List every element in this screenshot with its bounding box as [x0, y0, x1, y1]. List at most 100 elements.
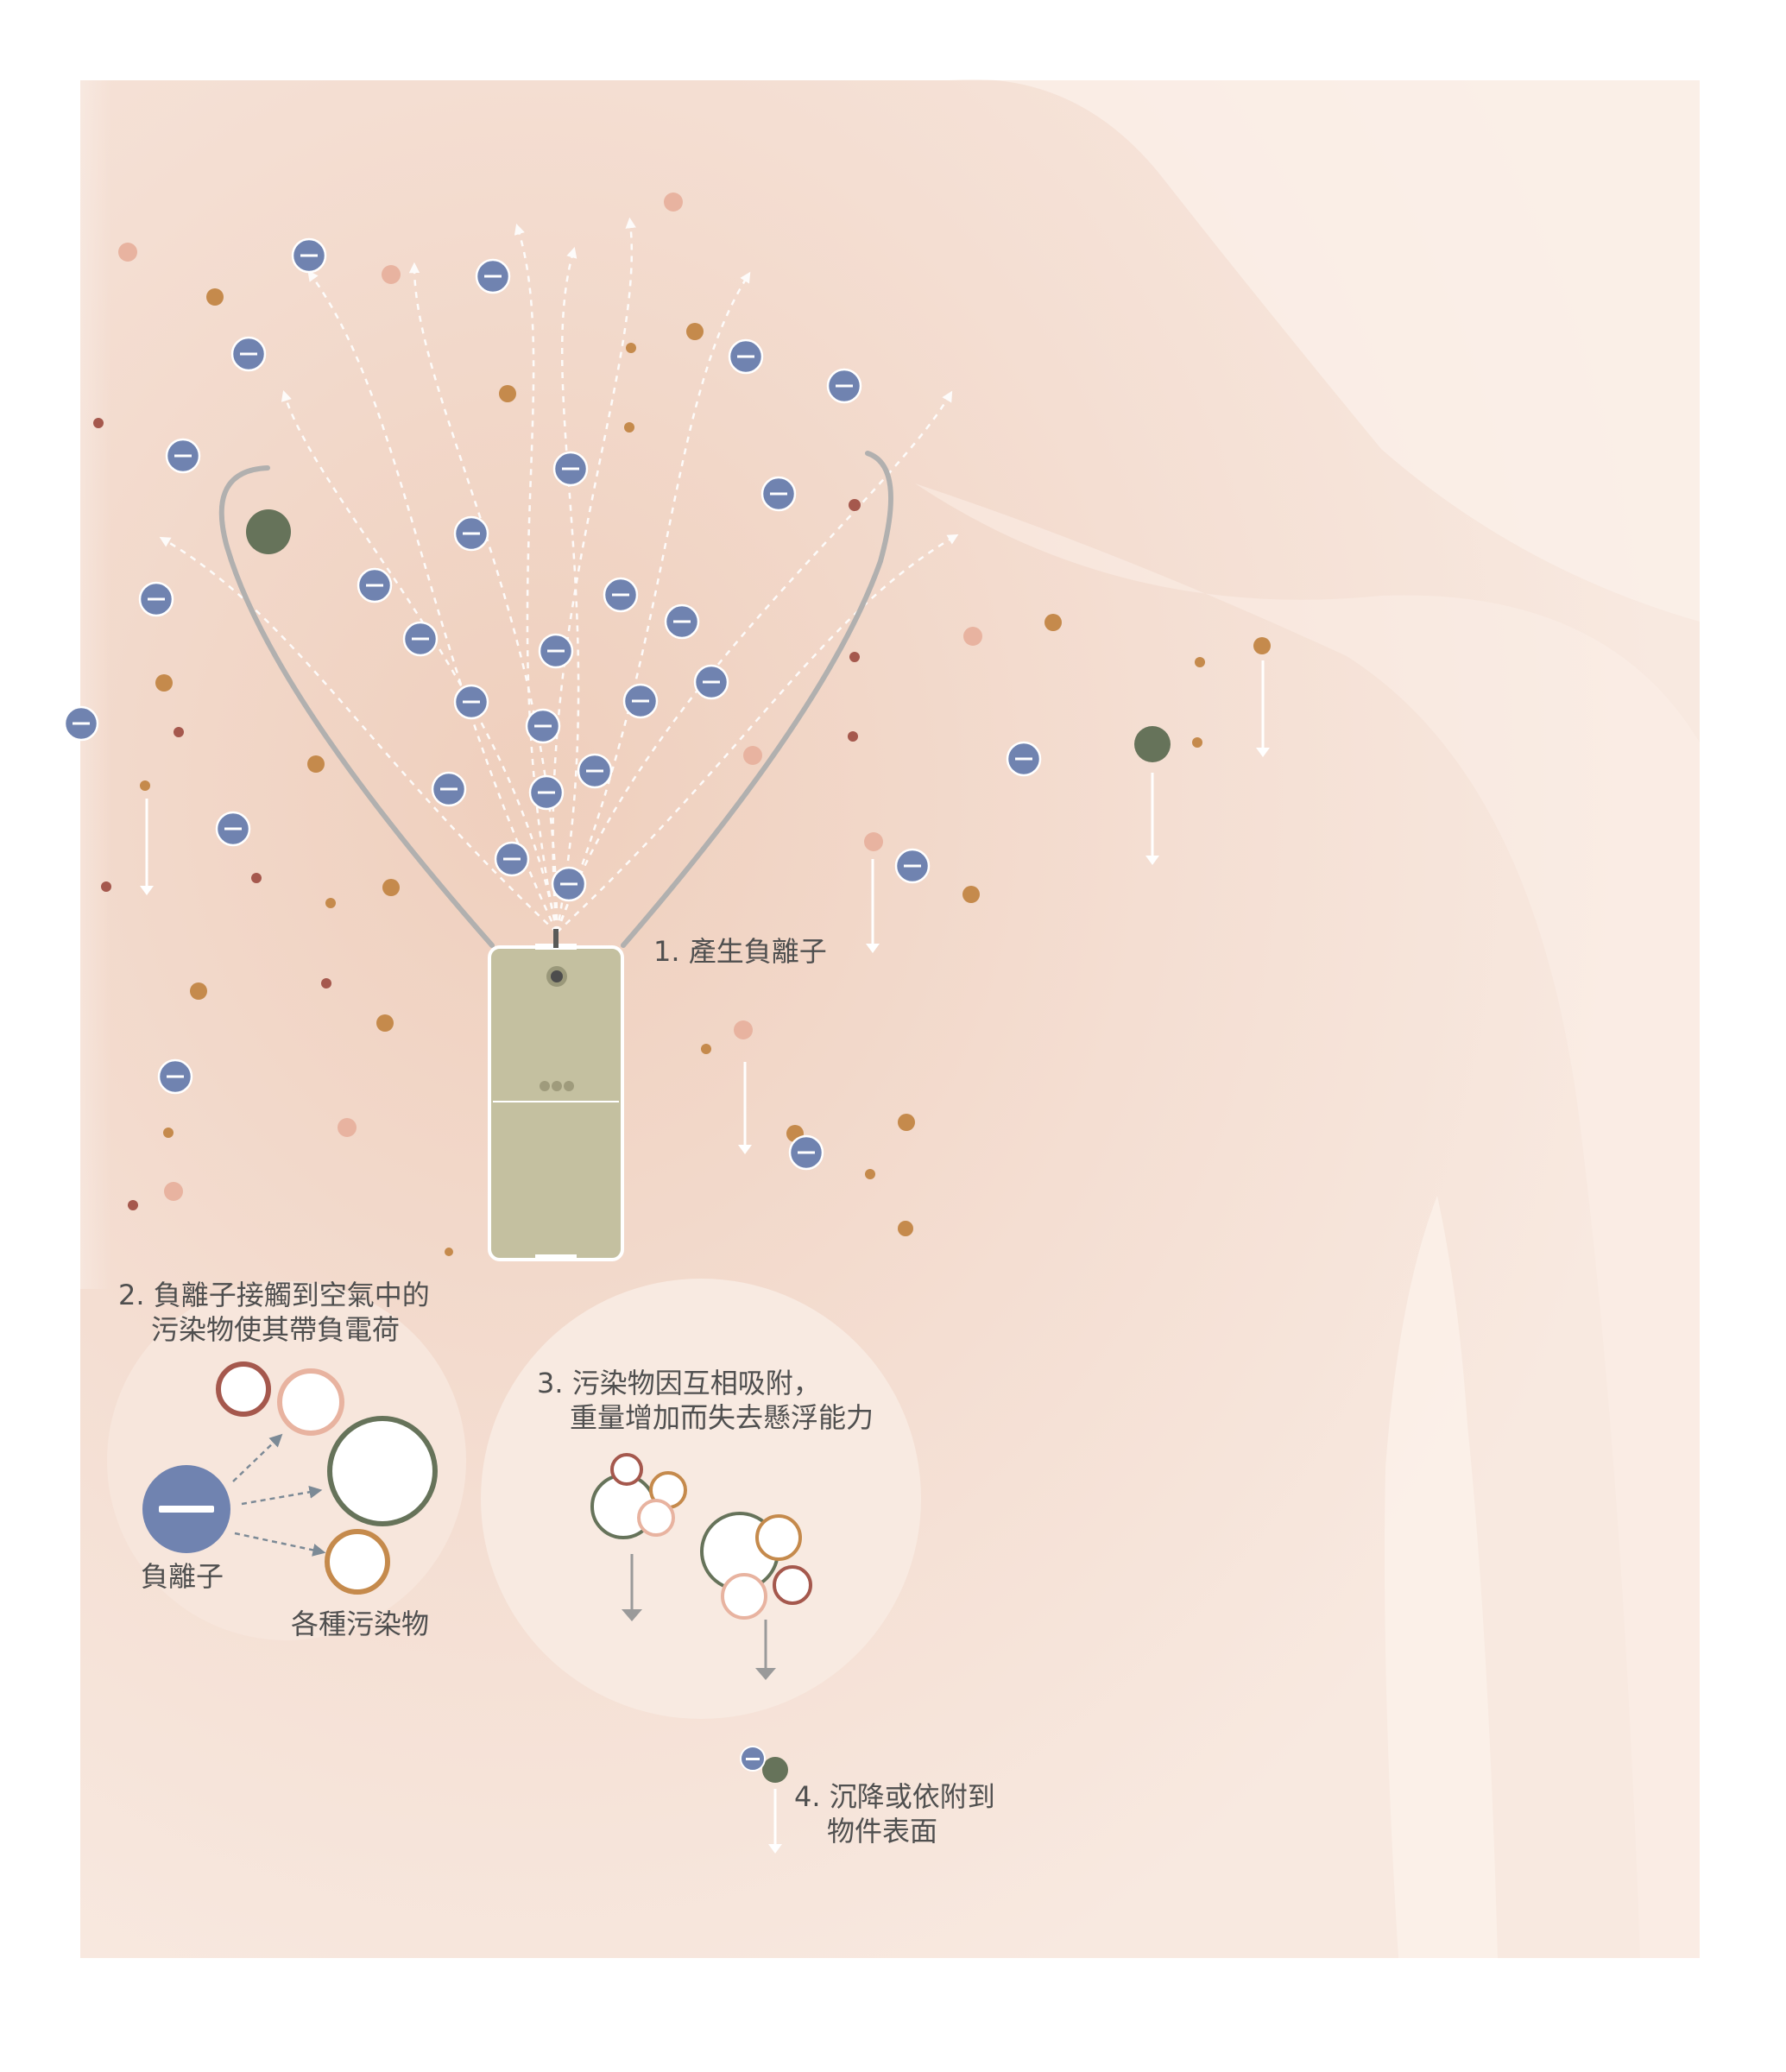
falling-arrow [738, 1062, 752, 1154]
step-4-line2: 物件表面 [827, 1815, 938, 1848]
body-silhouette [950, 79, 1700, 622]
ion-icon [826, 368, 862, 404]
ion-icon [538, 633, 574, 669]
pollutant-dot [101, 881, 111, 892]
ion-icon [552, 451, 589, 487]
ion-icon [728, 338, 764, 375]
ion-icon [230, 336, 267, 372]
ion-icon [291, 237, 327, 274]
step-2-line2: 污染物使其帶負電荷 [151, 1313, 401, 1346]
lanyard [218, 465, 495, 948]
step-3-label: 3. 污染物因互相吸附， 重量增加而失去懸浮能力 [537, 1366, 874, 1435]
pollutant-dot [164, 1182, 183, 1201]
left-fade [0, 80, 112, 1289]
emission-path [556, 534, 959, 933]
emission-path [307, 269, 559, 933]
necklace-purifier-device [488, 929, 624, 1261]
ion-icon [453, 515, 489, 552]
step-3-line2: 重量增加而失去懸浮能力 [570, 1401, 874, 1434]
pollutant-dot [898, 1221, 913, 1236]
arm-silhouette [1385, 1196, 1498, 1958]
pollutant-red [216, 1361, 271, 1417]
emission-path [555, 390, 953, 933]
step-4-line1: 4. 沉降或依附到 [794, 1780, 995, 1813]
pollutant-pink [277, 1368, 344, 1436]
step-3-line1: 3. 污染物因互相吸附， [537, 1367, 821, 1399]
negative-ions [63, 237, 1042, 1171]
indicator-dot [552, 1081, 562, 1091]
ion-icon [525, 708, 561, 744]
ion-icon [494, 841, 530, 877]
pollutant-dot [174, 727, 184, 737]
pollutant-dot [701, 1044, 711, 1054]
negative-ion-text: 負離子 [141, 1560, 224, 1593]
cluster-pink [637, 1499, 675, 1537]
ion-icon [1006, 741, 1042, 777]
pollutant-dot [445, 1248, 453, 1256]
ion-icon [528, 774, 565, 811]
indicator-dot [564, 1081, 574, 1091]
ion-icon [894, 848, 931, 884]
pollutant-dot [849, 499, 861, 511]
pollutant-dot [1044, 614, 1062, 631]
step-2-label: 2. 負離子接觸到空氣中的 污染物使其帶負電荷 [118, 1278, 430, 1347]
pollutant-particles [93, 193, 1271, 1256]
pollutant-dot [307, 755, 325, 773]
pollutant-dot [382, 879, 400, 896]
ion-icon [788, 1134, 824, 1171]
pollutant-dot [1253, 637, 1271, 654]
pollutant-dot [118, 243, 137, 262]
cluster-pink [721, 1573, 767, 1620]
step-4-label: 4. 沉降或依附到 物件表面 [794, 1779, 995, 1848]
ion-icon [138, 581, 174, 617]
ion-icon [577, 753, 613, 789]
pollutant-dot [1195, 657, 1205, 667]
pollutant-dot [140, 780, 150, 791]
ion-icon [622, 683, 659, 719]
pollutant-dot [1192, 737, 1202, 748]
large-pollutant-dot [246, 509, 291, 554]
ion-icon [475, 258, 511, 294]
pollutant-dot [338, 1118, 357, 1137]
negative-ion-label: 負離子 [141, 1559, 224, 1594]
pollutants-label: 各種污染物 [291, 1607, 429, 1641]
pollutant-dot [376, 1014, 394, 1032]
ion-icon [402, 621, 439, 657]
step-1-label: 1. 產生負離子 [653, 934, 827, 969]
pollutant-dot [848, 731, 858, 742]
pollutants-text: 各種污染物 [291, 1608, 430, 1640]
pollutant-dot [325, 898, 336, 908]
ion-icon [760, 476, 797, 512]
emission-path [159, 536, 558, 933]
pollutant-dot [962, 886, 980, 903]
ion-icon [551, 866, 587, 902]
ion-icon [603, 577, 639, 613]
pollutant-dot [963, 627, 982, 646]
ion-icon [431, 771, 467, 807]
falling-arrow [1256, 660, 1270, 757]
falling-arrow [866, 859, 880, 953]
inset-charging [107, 1281, 466, 1640]
settled-particle [740, 1746, 788, 1854]
pollutant-dot [865, 1169, 875, 1179]
pollutant-dot [864, 832, 883, 851]
pollutant-dot [163, 1128, 174, 1138]
pollutant-dot [382, 265, 401, 284]
lanyard [621, 451, 893, 948]
emission-path [555, 246, 580, 933]
cluster-red [773, 1565, 812, 1605]
inset-clumping [481, 1279, 921, 1719]
ion-icon [664, 603, 700, 640]
pollutant-dot [190, 982, 207, 1000]
ion-icon [693, 664, 729, 700]
pollutant-dot [206, 288, 224, 306]
cluster-orange [755, 1514, 802, 1561]
falling-arrow [140, 799, 154, 895]
pollutant-dot [251, 873, 262, 883]
falling-arrow [1145, 773, 1159, 865]
ion-icon [63, 705, 99, 742]
step-2-line1: 2. 負離子接觸到空氣中的 [118, 1279, 430, 1311]
pollutant-dot [734, 1020, 753, 1039]
ion-icon [357, 567, 393, 603]
ion-icon [215, 811, 251, 847]
